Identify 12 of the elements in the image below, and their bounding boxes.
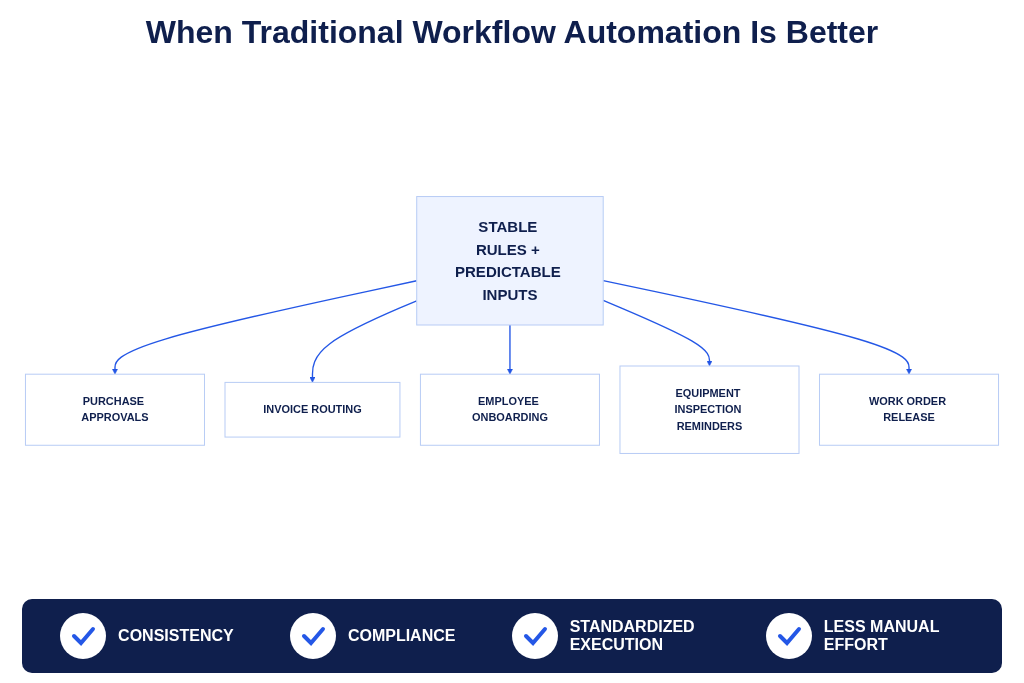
- node-box: INVOICE ROUTING: [224, 381, 401, 438]
- node-box: EMPLOYEE ONBOARDING: [419, 373, 600, 446]
- benefit-label: CONSISTENCY: [118, 627, 234, 645]
- benefit-label: LESS MANUAL EFFORT: [823, 618, 941, 654]
- node-box: PURCHASE APPROVALS: [24, 373, 205, 446]
- node-box: WORK ORDER RELEASE: [819, 373, 1000, 446]
- node-box: EQUIPMENT INSPECTION REMINDERS: [619, 365, 800, 454]
- title: When Traditional Workflow Automation Is Better: [145, 14, 879, 51]
- arrow: [506, 324, 513, 375]
- benefit-label: STANDARDIZED EXECUTION: [569, 618, 696, 654]
- node-box: STABLE RULES + PREDICTABLE INPUTS: [416, 196, 604, 326]
- benefit-label: COMPLIANCE: [347, 627, 456, 645]
